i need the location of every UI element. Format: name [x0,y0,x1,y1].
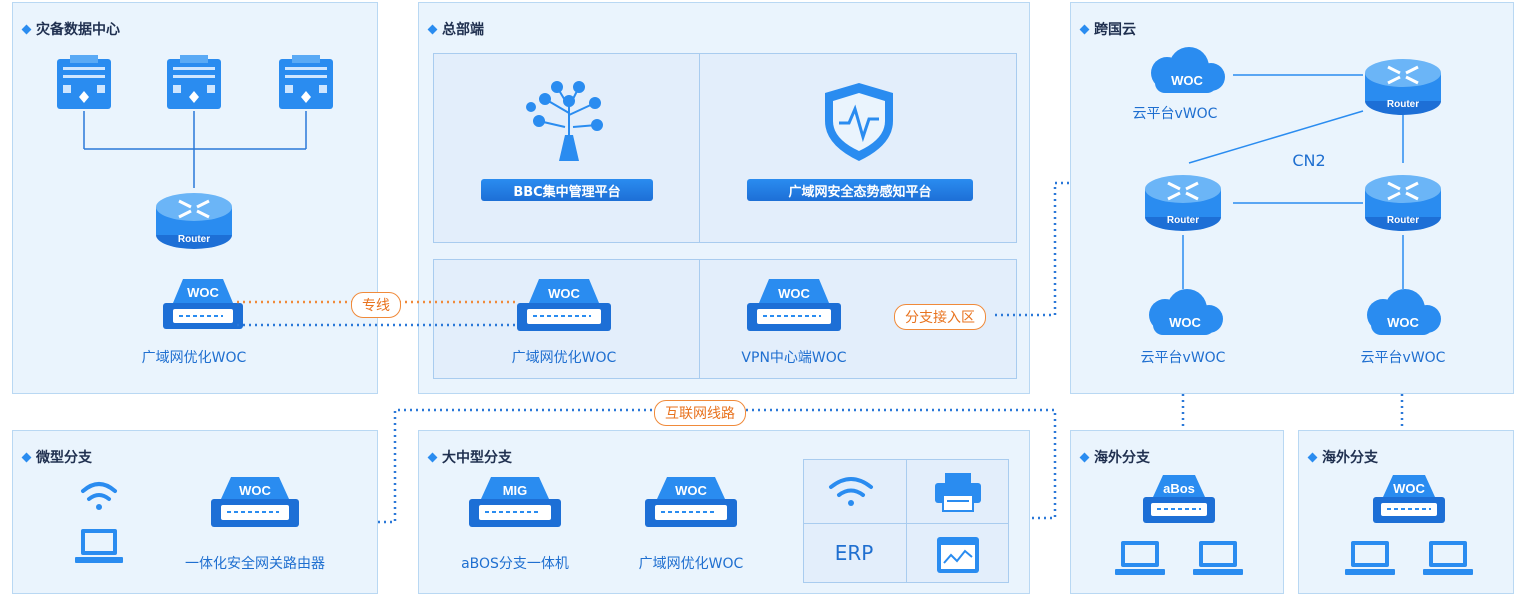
cn2-label: CN2 [1292,151,1326,170]
router-label: Router [1167,215,1199,226]
vpn-woc-badge: WOC [778,286,810,301]
router-label: Router [1387,215,1419,226]
router-icon [1145,175,1221,231]
router-label: Router [1387,99,1419,110]
laptop-icon [1193,541,1243,575]
server-icon [57,55,111,109]
panel-title: 海外分支 [1094,450,1150,466]
branch-access-label: 分支接入区 [894,304,986,330]
printer-icon [935,473,981,512]
vpn-woc-caption: VPN中心端WOC [741,350,847,366]
woc-appliance-icon [747,279,841,331]
woc-badge: WOC [239,483,271,498]
router-icon [156,193,232,249]
gateway-caption: 一体化安全网关路由器 [185,556,325,572]
shield-icon [825,83,893,161]
cloud-icon [1151,47,1225,93]
overseas2-graphics: WOC [1345,475,1473,575]
vwoc-badge: WOC [1387,315,1419,330]
panel-cloud: 跨国云 WOC WOC WOC [1070,2,1514,394]
cloud-icon [1367,289,1441,335]
large-graphics: MIG WOC [469,473,981,573]
erp-label: ERP [834,541,874,565]
laptop-icon [1423,541,1473,575]
overseas1-graphics: aBos [1115,475,1243,575]
internet-line-label: 互联网线路 [654,400,746,426]
gateway-router-icon [211,477,299,527]
woc-appliance-icon [517,279,611,331]
micro-graphics: WOC [75,477,299,563]
vwoc-caption: 云平台vWOC [1140,350,1226,366]
hq-graphics: WOC WOC [517,81,893,331]
server-icon [167,55,221,109]
panel-title: 海外分支 [1322,450,1378,466]
vwoc-badge: WOC [1171,73,1203,88]
laptop-icon [1115,541,1165,575]
security-platform-label: 广域网安全态势感知平台 [747,179,973,201]
cloud-icon [1149,289,1223,335]
woc-badge: WOC [1393,481,1425,496]
bbc-platform-label: BBC集中管理平台 [481,179,653,201]
bbc-tree-icon [526,81,603,161]
panel-title: 跨国云 [1094,22,1136,38]
panel-overseas-1: 海外分支 aBos [1070,430,1284,594]
panel-title: 总部端 [442,22,484,38]
panel-large-branch: 大中型分支 MIG WOC [418,430,1030,594]
wifi-icon [81,482,117,510]
hq-platform-zone [433,53,1017,243]
woc-appliance-icon [163,279,243,329]
vwoc-badge: WOC [1169,315,1201,330]
vwoc-caption: 云平台vWOC [1360,350,1446,366]
laptop-icon [1345,541,1395,575]
server-icon [279,55,333,109]
panel-hq: 总部端 WOC [418,2,1030,394]
router-icon [1365,175,1441,231]
dr-topology: Router WOC [57,55,333,329]
hq-woc-caption: 广域网优化WOC [511,350,617,366]
panel-title: 微型分支 [36,450,92,466]
vwoc-caption: 云平台vWOC [1132,106,1218,122]
branch-access-line [995,181,1070,317]
private-line-label: 专线 [351,292,401,318]
abos-appliance-icon [1143,475,1215,523]
router-icon [1365,59,1441,115]
mig-badge: MIG [503,483,528,498]
panel-title: 灾备数据中心 [36,22,120,38]
large-woc-caption: 广域网优化WOC [638,556,744,572]
router-label: Router [178,234,210,245]
laptop-icon [75,529,123,563]
panel-micro-branch: 微型分支 WOC 一体化安全网关路由器 [12,430,378,594]
woc-badge: WOC [187,285,219,300]
panel-title: 大中型分支 [442,450,512,466]
panel-overseas-2: 海外分支 WOC [1298,430,1514,594]
panel-dr-center: 灾备数据中心 [12,2,378,394]
mig-caption: aBOS分支一体机 [461,556,569,572]
monitor-chart-icon [937,537,979,573]
dr-woc-caption: 广域网优化WOC [141,350,247,366]
wifi-icon [829,477,873,506]
cloud-topology: WOC WOC WOC Router Router [1145,47,1441,335]
internet-line [378,408,1057,524]
abos-badge: aBos [1163,481,1195,496]
woc-appliance-icon [1373,475,1445,523]
mig-appliance-icon [469,477,561,527]
woc-badge: WOC [548,286,580,301]
woc-appliance-icon [645,477,737,527]
woc-badge: WOC [675,483,707,498]
